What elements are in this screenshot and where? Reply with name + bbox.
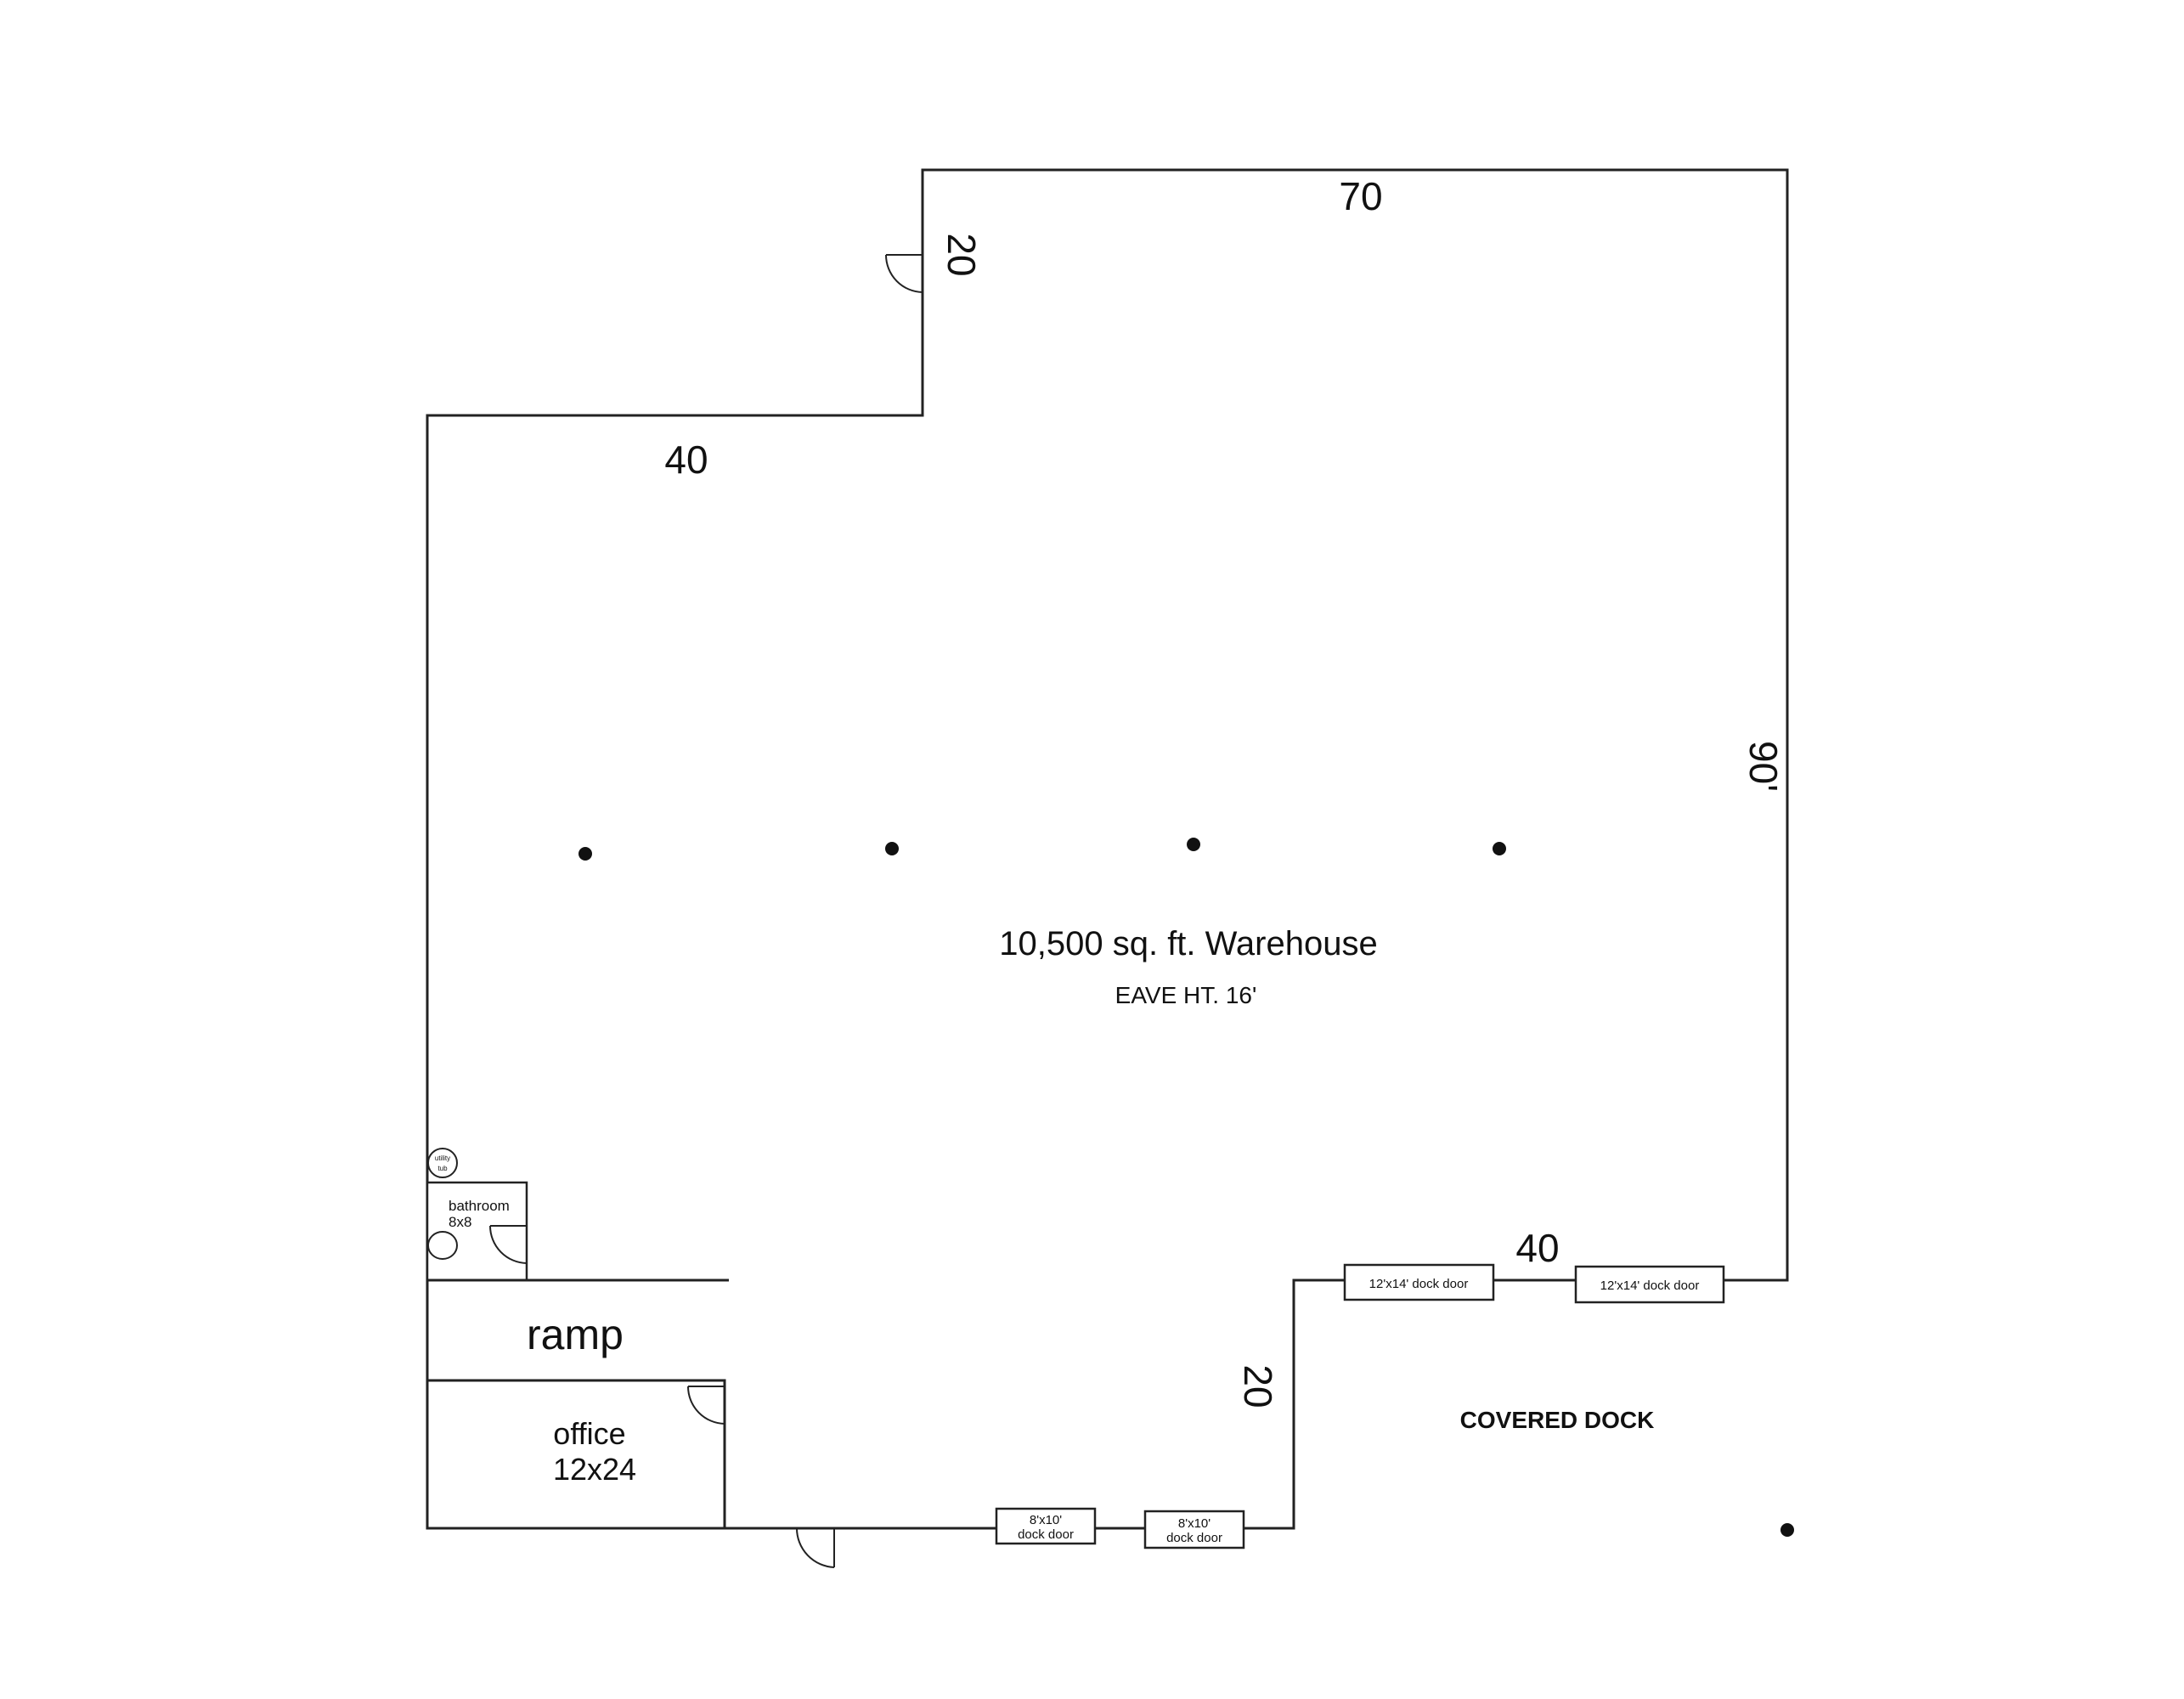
utility-tub-icon: [427, 1148, 458, 1178]
column: [1187, 838, 1200, 851]
dock-door-label: 12'x14' dock door: [1369, 1277, 1469, 1291]
door-swing: [489, 1225, 528, 1264]
warehouse-title: 10,500 sq. ft. Warehouse: [999, 925, 1377, 962]
door-swing: [795, 1527, 835, 1568]
column: [578, 847, 592, 861]
dock-door-size: 8'x10': [1030, 1513, 1062, 1527]
dock-door: [1143, 1510, 1245, 1549]
dimension-dock-left: 20: [1236, 1364, 1280, 1408]
exterior-wall: [426, 168, 1789, 1530]
column: [1780, 1523, 1794, 1537]
office-label: office: [553, 1416, 625, 1451]
dock-door-label: 12'x14' dock door: [1600, 1278, 1700, 1293]
dimension-right: 90': [1741, 741, 1786, 792]
bathroom-label: bathroom: [449, 1198, 510, 1214]
ramp-label: ramp: [527, 1311, 624, 1358]
dock-door: [995, 1507, 1097, 1545]
bathroom-size: 8x8: [449, 1214, 471, 1230]
dock-door: [1574, 1265, 1725, 1304]
utility-tub-label: utility: [435, 1154, 450, 1162]
covered-dock-label: COVERED DOCK: [1460, 1407, 1655, 1433]
office-size: 12x24: [553, 1452, 636, 1487]
dock-door: [1343, 1263, 1495, 1301]
eave-height: EAVE HT. 16': [1115, 982, 1257, 1008]
door-swing: [687, 1386, 725, 1425]
office: [426, 1379, 726, 1530]
dimension-top: 70: [1339, 174, 1382, 218]
dock-door-label: dock door: [1018, 1527, 1074, 1542]
dock-door-size: 8'x10': [1178, 1516, 1211, 1531]
dimension-step-horizontal: 40: [664, 437, 708, 482]
dimension-dock-top: 40: [1515, 1226, 1559, 1270]
utility-tub-label: tub: [437, 1165, 448, 1172]
column: [885, 842, 899, 855]
dimension-step-vertical: 20: [940, 233, 984, 276]
column: [1493, 842, 1506, 855]
dock-door-label: dock door: [1166, 1531, 1222, 1545]
toilet-icon: [427, 1231, 458, 1260]
door-swing: [885, 254, 923, 293]
